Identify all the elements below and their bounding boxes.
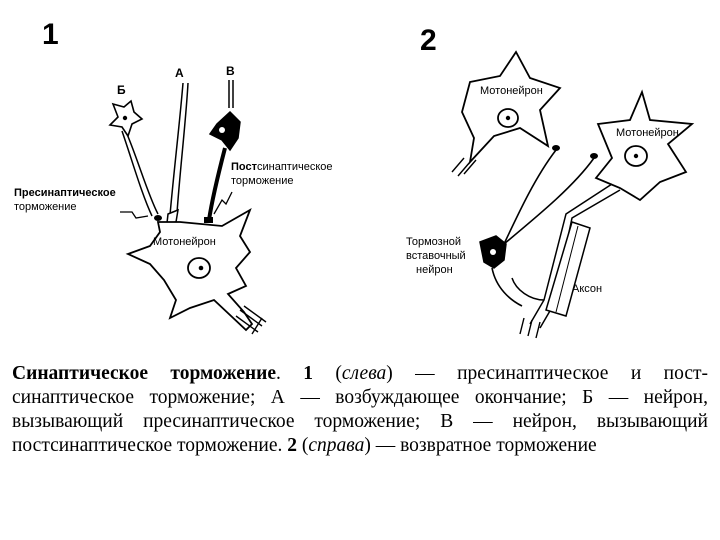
caption-text: ) — возвратное торможение bbox=[364, 435, 597, 456]
label-b: Б bbox=[117, 83, 126, 97]
synaptic-inhibition-diagram: 1 Б А В Мотонейрон Пресинап bbox=[14, 18, 695, 339]
caption-title: Синаптическое торможение bbox=[12, 363, 276, 384]
postsynaptic-rest: синаптическое bbox=[257, 161, 333, 173]
axon-terminal bbox=[519, 317, 541, 339]
caption-text: постсинаптическое торможение. bbox=[12, 435, 288, 456]
panel-1: 1 Б А В Мотонейрон Пресинап bbox=[14, 18, 333, 335]
presynaptic-label-1: Пресинаптическое bbox=[14, 187, 116, 199]
caption-line-4: постсинаптическое торможение. 2 (справа)… bbox=[12, 434, 708, 458]
motoneuron-top-dendrite bbox=[451, 157, 477, 177]
caption-dash: – bbox=[14, 372, 20, 383]
postsynaptic-arrow bbox=[213, 191, 233, 215]
caption-left-ref: слева bbox=[341, 363, 387, 384]
postsynaptic-prefix: Пост bbox=[231, 161, 258, 173]
neuron-v-axon-top bbox=[228, 80, 234, 108]
interneuron-label-3: нейрон bbox=[416, 264, 453, 276]
inhibitory-knob-right bbox=[590, 153, 598, 159]
presynaptic-knob bbox=[154, 215, 162, 221]
motoneuron-top-label: Мотонейрон bbox=[480, 85, 543, 97]
axon-label: Аксон bbox=[572, 283, 602, 295]
caption-panel-2-ref: 2 bbox=[287, 435, 297, 456]
caption-line-1: Синаптическое торможение. 1 (слева) — пр… bbox=[12, 362, 708, 386]
motoneuron-top-body bbox=[461, 50, 562, 165]
panel-2: 2 Мотонейрон Мотонейрон Тормозной вставо… bbox=[406, 24, 695, 339]
caption-right-ref: справа bbox=[308, 435, 365, 456]
motoneuron-right-body bbox=[594, 89, 695, 202]
caption-line-3: вызывающий пресинаптическое торможение; … bbox=[12, 411, 708, 432]
postsynaptic-label-2: торможение bbox=[231, 175, 294, 187]
panel-1-number: 1 bbox=[42, 18, 59, 51]
interneuron-label-2: вставочный bbox=[406, 250, 466, 262]
interneuron-axon-to-top bbox=[503, 149, 557, 245]
interneuron-label-1: Тормозной bbox=[406, 236, 461, 248]
label-a: А bbox=[175, 66, 184, 80]
caption-text: . bbox=[276, 363, 304, 384]
neuron-v-axon bbox=[207, 147, 227, 221]
caption-line-2: синаптическое торможение; А — возбуждающ… bbox=[12, 387, 708, 408]
figure-caption: Синаптическое торможение. 1 (слева) — пр… bbox=[12, 362, 708, 458]
motoneuron-right-label: Мотонейрон bbox=[616, 127, 679, 139]
caption-text: ( bbox=[296, 435, 309, 456]
interneuron-axon-to-right bbox=[503, 157, 595, 245]
neuron-b-nucleus bbox=[122, 115, 128, 121]
presynaptic-arrow bbox=[120, 211, 149, 219]
neuron-v-nucleus bbox=[219, 127, 225, 133]
presynaptic-label-2: торможение bbox=[14, 201, 77, 213]
excitatory-ending-a bbox=[169, 82, 184, 216]
caption-text: ( bbox=[313, 363, 342, 384]
myelin-sheath bbox=[545, 221, 591, 317]
caption-text: ) — пресинаптическое и пост- bbox=[386, 363, 708, 384]
inhibitory-knob-top bbox=[552, 145, 560, 151]
panel-2-number: 2 bbox=[420, 24, 437, 57]
interneuron-nucleus bbox=[490, 249, 496, 255]
neuron-v-body bbox=[208, 110, 241, 152]
label-v: В bbox=[226, 64, 235, 78]
recurrent-collateral bbox=[511, 277, 545, 301]
postsynaptic-label-1: Постсинаптическое bbox=[231, 161, 333, 173]
neuron-b-axon bbox=[126, 133, 159, 215]
caption-panel-1-ref: 1 bbox=[303, 363, 314, 384]
motoneuron-1-label: Мотонейрон bbox=[153, 236, 216, 248]
